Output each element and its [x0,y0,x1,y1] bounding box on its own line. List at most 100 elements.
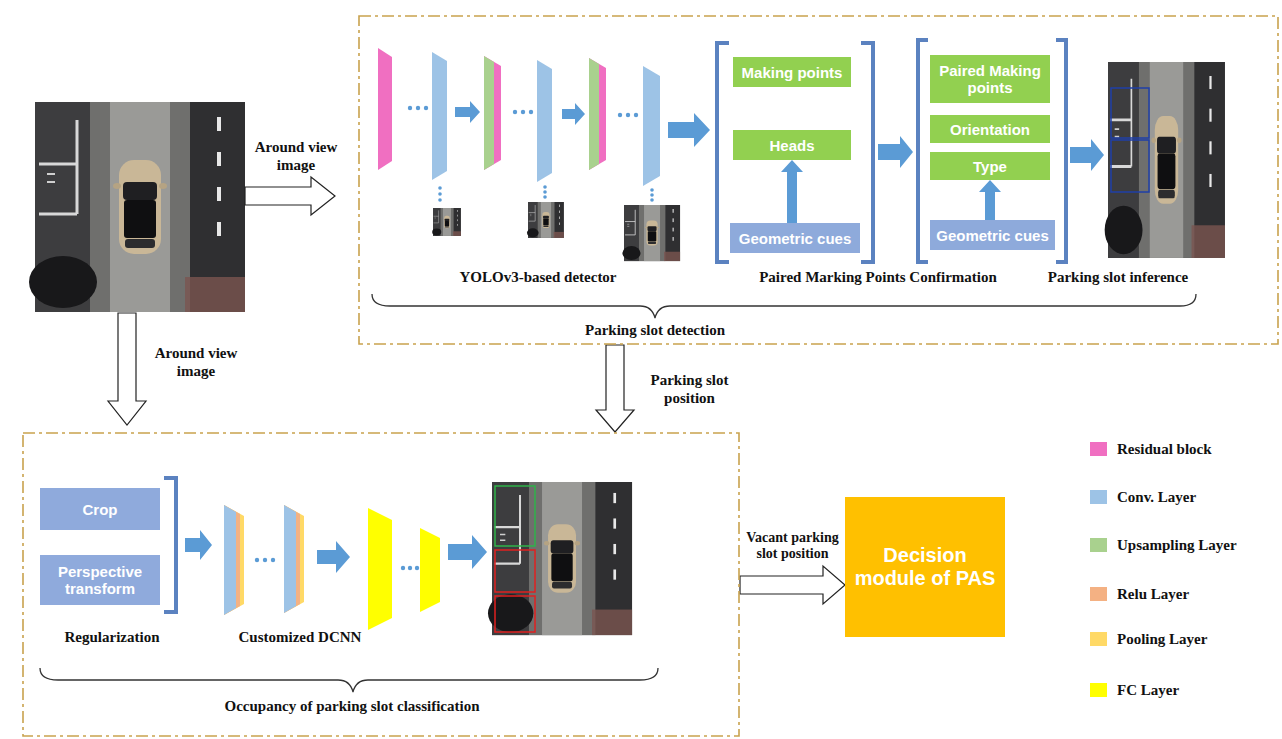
dots [415,566,419,570]
panel-title: Parking slot detection [582,322,728,339]
process-box: Crop [40,488,160,530]
flow-arrow [185,530,212,560]
box-text: Paired Making points [936,62,1044,96]
dots [650,188,654,192]
process-box: Making points [733,57,851,87]
caption-label: Regularization [65,628,160,646]
flow-arrow [455,101,480,123]
conv-layer [284,505,296,613]
flow-arrow [317,541,350,573]
box-text: Type [973,158,1007,175]
flow-arrow [781,160,803,223]
process-box: Orientation [930,115,1050,143]
dots [424,106,428,110]
legend-text: Conv. Layer [1117,488,1196,506]
box-text: Geometric cues [936,227,1049,244]
dots [401,566,405,570]
legend-text: Residual block [1117,440,1212,458]
residual-block [484,56,501,170]
box-text: Making points [742,64,843,81]
bracket [164,478,176,612]
legend-text: Pooling Layer [1117,630,1207,648]
flow-arrow [1070,139,1104,171]
feature-thumbnail [622,205,680,261]
box-text: Orientation [950,121,1030,138]
hollow-arrow [108,313,146,425]
caption-label: Around view image [144,344,249,380]
upsampling-layer [484,56,494,170]
legend-text: Relu Layer [1117,585,1189,603]
box-text: Perspective transform [46,563,154,597]
conv-layer [432,52,447,180]
vacant-slot-box [495,486,535,546]
detection-result-image [1105,62,1225,258]
dots [408,566,412,570]
process-box: Heads [733,130,851,160]
input-image [29,102,245,312]
dots [650,198,654,202]
relu-layer [224,505,240,615]
legend-text: Upsampling Layer [1117,536,1237,554]
edge-label: Vacant parking slot position [743,530,843,562]
residual-block [378,48,392,170]
box-text: Decision module of PAS [851,544,999,590]
caption-label: Customized DCNN [239,628,362,646]
brace [40,668,658,692]
fc-layer [420,528,440,612]
legend-swatch [1090,490,1107,504]
legend-swatch [1090,632,1107,646]
caption-label: Paired Marking Points Confirmation [759,268,997,286]
relu-layer [284,505,300,613]
dots [521,110,525,114]
legend-swatch [1090,587,1107,601]
flow-arrow [878,136,913,168]
occupied-slot-box [495,550,535,592]
flow-arrow [448,535,487,569]
dots [416,106,420,110]
dots [543,185,547,189]
box-text: Crop [83,501,118,518]
pooling-layer [284,505,304,613]
hollow-arrow [740,566,845,604]
flow-arrow [562,103,585,125]
legend-swatch [1090,538,1107,552]
dots [263,558,267,562]
legend-swatch [1090,683,1107,697]
stage-panel: Occupancy of parking slot classification… [22,432,740,737]
slot-box [1111,88,1149,138]
residual-block [589,58,606,170]
process-box: Paired Making points [930,55,1050,103]
legend-swatch [1090,442,1107,456]
dots [271,558,275,562]
dots [255,558,259,562]
dots [438,186,442,190]
decision-box: Decision module of PAS [845,497,1005,637]
cue-box: Geometric cues [930,220,1055,250]
flow-arrow [979,180,1001,220]
dots [650,193,654,197]
panel-title: Occupancy of parking slot classification [221,698,482,715]
pooling-layer [224,505,244,615]
stage-panel: Parking slot detection Making pointsHeads… [358,15,1279,345]
box-text: Geometric cues [739,230,852,247]
upsampling-layer [589,58,599,170]
bracket [918,40,928,262]
dots [438,198,442,202]
caption-label: Parking slot inference [1048,268,1189,286]
slot-box [1111,140,1149,192]
feature-thumbnail [527,202,564,238]
panel-border [23,433,739,736]
caption-label: YOLOv3-based detector [459,268,616,286]
legend-text: FC Layer [1117,681,1179,699]
conv-layer [224,505,236,615]
dots [626,113,630,117]
dots [408,106,412,110]
caption-label: Around view image [246,138,346,174]
dots [634,113,638,117]
dots [618,113,622,117]
fc-layer [368,508,392,630]
dots [543,190,547,194]
process-box: Perspective transform [40,555,160,605]
dots [529,110,533,114]
